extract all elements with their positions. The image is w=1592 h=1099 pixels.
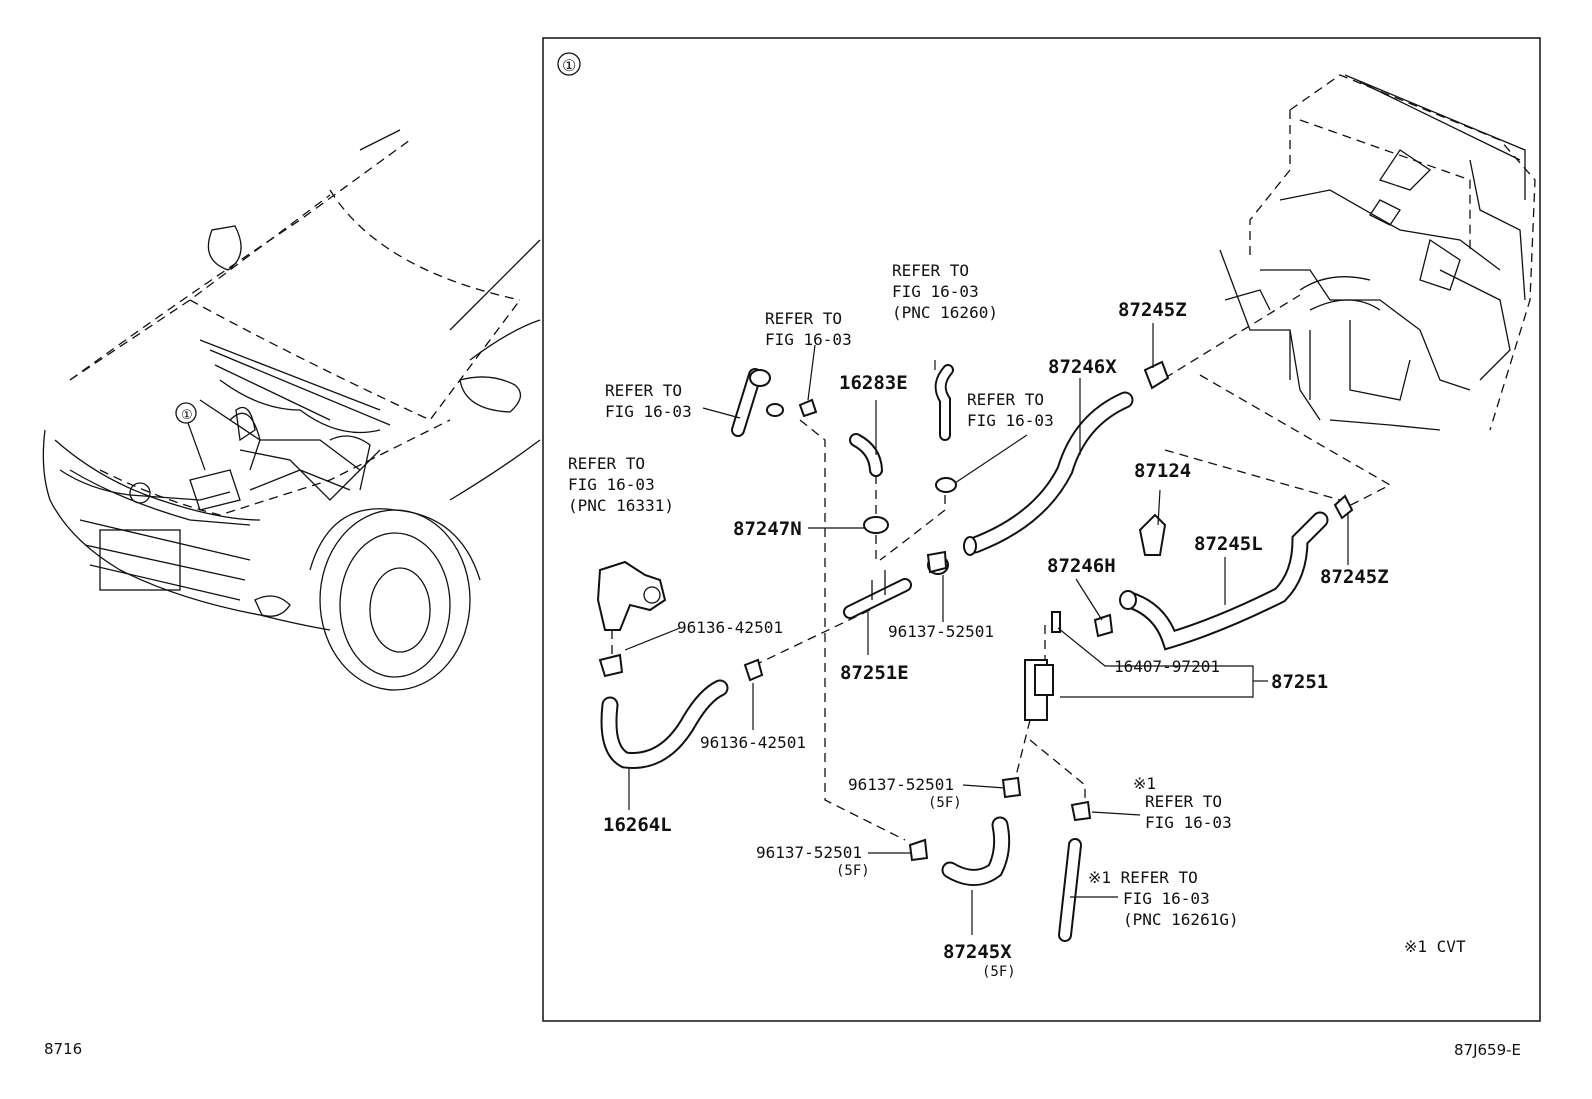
detail-marker-circle	[557, 52, 581, 76]
connection-lines	[611, 294, 1392, 841]
callout-87246X: 87246X	[1048, 356, 1117, 378]
clamp-cvt	[1070, 800, 1092, 822]
ref-pnc-16261G-line1: ※1 REFER TO	[1088, 868, 1198, 887]
callout-96136-42501-upper: 96136-42501	[677, 618, 783, 637]
pipe-pnc-16260	[934, 364, 957, 493]
ref-pnc-16331-line1: REFER TO	[568, 454, 645, 473]
callout-87124: 87124	[1134, 460, 1191, 482]
bracket-87124	[1138, 513, 1167, 556]
callout-96137-52501-low1: 96137-52501	[848, 775, 954, 794]
pipe-upper-left	[731, 368, 818, 437]
clamp-87247N	[863, 516, 889, 534]
clamp-87245Z-top	[1143, 360, 1170, 390]
ref-pnc-16260-line2: FIG 16-03	[892, 282, 979, 301]
ref-pnc-16260-line3: (PNC 16260)	[892, 303, 998, 322]
callout-87251: 87251	[1271, 671, 1328, 693]
ref-pnc-16331-line2: FIG 16-03	[568, 475, 655, 494]
ref-left-line2: FIG 16-03	[605, 402, 692, 421]
clamp-96137-52501-low1	[1001, 776, 1022, 799]
callout-16264L: 16264L	[603, 814, 672, 836]
hose-87246X	[963, 391, 1134, 556]
hose-87245L	[1119, 494, 1354, 651]
ref-pnc-16331-line3: (PNC 16331)	[568, 496, 674, 515]
callout-96137-52501-low1-sub: (5F)	[928, 795, 962, 811]
callout-87251E: 87251E	[840, 662, 909, 684]
vehicle-overview-illustration: ①	[42, 129, 541, 691]
hose-16264L	[600, 679, 729, 769]
water-valve-pnc-16331	[596, 560, 667, 631]
valve-87251	[1024, 611, 1061, 721]
detail-frame	[542, 37, 1541, 1022]
callout-87246H: 87246H	[1047, 555, 1116, 577]
ref-pnc-16260-line1: REFER TO	[892, 261, 969, 280]
callout-labels: 87245Z 87246X 16283E 87247N 87124 87245L…	[603, 299, 1389, 980]
figure-code: 87J659-E	[1454, 1041, 1521, 1059]
ref-cvt-line1: ※1	[1133, 774, 1156, 793]
callout-16407-97201: 16407-97201	[1114, 657, 1220, 676]
reference-labels: REFER TO FIG 16-03 (PNC 16260) REFER TO …	[568, 261, 1239, 929]
clamp-87246H	[1093, 613, 1114, 638]
callout-87247N: 87247N	[733, 518, 802, 540]
clamp-96137-52501-low2	[908, 838, 929, 862]
ref-pnc-16261G-line2: FIG 16-03	[1123, 889, 1210, 908]
ref-cvt-line2: REFER TO	[1145, 792, 1222, 811]
leader-lines	[624, 323, 1349, 935]
callout-96136-42501-lower: 96136-42501	[700, 733, 806, 752]
callout-87245Z-top: 87245Z	[1118, 299, 1187, 321]
callout-96137-52501-low2: 96137-52501	[756, 843, 862, 862]
callout-96137-52501-low2-sub: (5F)	[836, 863, 870, 879]
pipe-16283E	[849, 433, 883, 477]
ref-upper-line1: REFER TO	[765, 309, 842, 328]
page-code: 8716	[44, 1040, 82, 1058]
hose-pnc-16261G	[1058, 838, 1082, 942]
ref-left-line1: REFER TO	[605, 381, 682, 400]
ref-pnc-16261G-line3: (PNC 16261G)	[1123, 910, 1239, 929]
callout-96137-52501-mid: 96137-52501	[888, 622, 994, 641]
callout-87245X: 87245X	[943, 941, 1012, 963]
callout-87245Z-right: 87245Z	[1320, 566, 1389, 588]
ref-mid-line2: FIG 16-03	[967, 411, 1054, 430]
callout-87245L: 87245L	[1194, 533, 1263, 555]
engine-illustration	[1219, 74, 1536, 431]
clamp-96136-42501-a	[598, 653, 624, 678]
hose-87245X	[941, 816, 1011, 886]
detail-marker: ①	[562, 56, 576, 75]
callout-16283E: 16283E	[839, 372, 908, 394]
ref-mid-line1: REFER TO	[967, 390, 1044, 409]
vehicle-detail-marker: ①	[181, 408, 193, 423]
ref-upper-line2: FIG 16-03	[765, 330, 852, 349]
callout-87245X-sub: (5F)	[982, 964, 1016, 980]
clamp-96136-42501-b	[743, 658, 764, 682]
clamp-96137-52501-mid	[926, 550, 948, 574]
footnote-cvt: ※1 CVT	[1404, 937, 1466, 956]
ref-cvt-line3: FIG 16-03	[1145, 813, 1232, 832]
